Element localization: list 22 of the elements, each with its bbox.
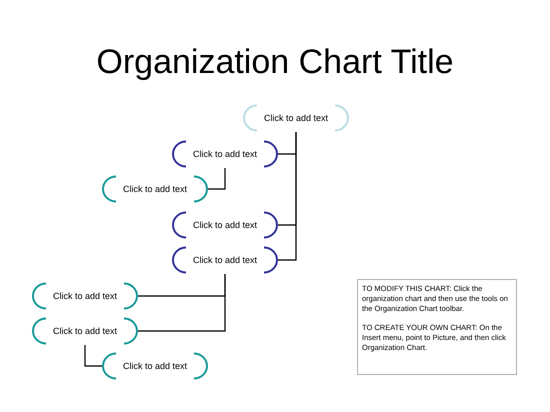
node-text: Click to add text [192,220,258,230]
node-text: Click to add text [192,148,258,160]
node-text: Click to add text [264,112,328,124]
bracket-node [172,246,278,274]
bracket-node [172,140,278,168]
connector-line [208,168,226,190]
bracket-node [172,211,278,239]
bracket-node [32,317,138,345]
node-text: Click to add text [122,184,188,194]
connector-line [84,345,102,367]
bracket-node [102,352,208,380]
connector-line [278,132,297,261]
bracket-node [102,175,208,203]
node-text: Click to add text [52,290,118,302]
bracket-node [243,104,349,132]
note-box [357,279,517,375]
node-text: Click to add text [122,360,188,372]
node-text: Click to add text [192,254,258,266]
connector-line [138,274,226,332]
node-text: Click to add text [52,326,118,336]
bracket-node [32,282,138,310]
chart-title: Organization Chart Title [95,42,455,82]
